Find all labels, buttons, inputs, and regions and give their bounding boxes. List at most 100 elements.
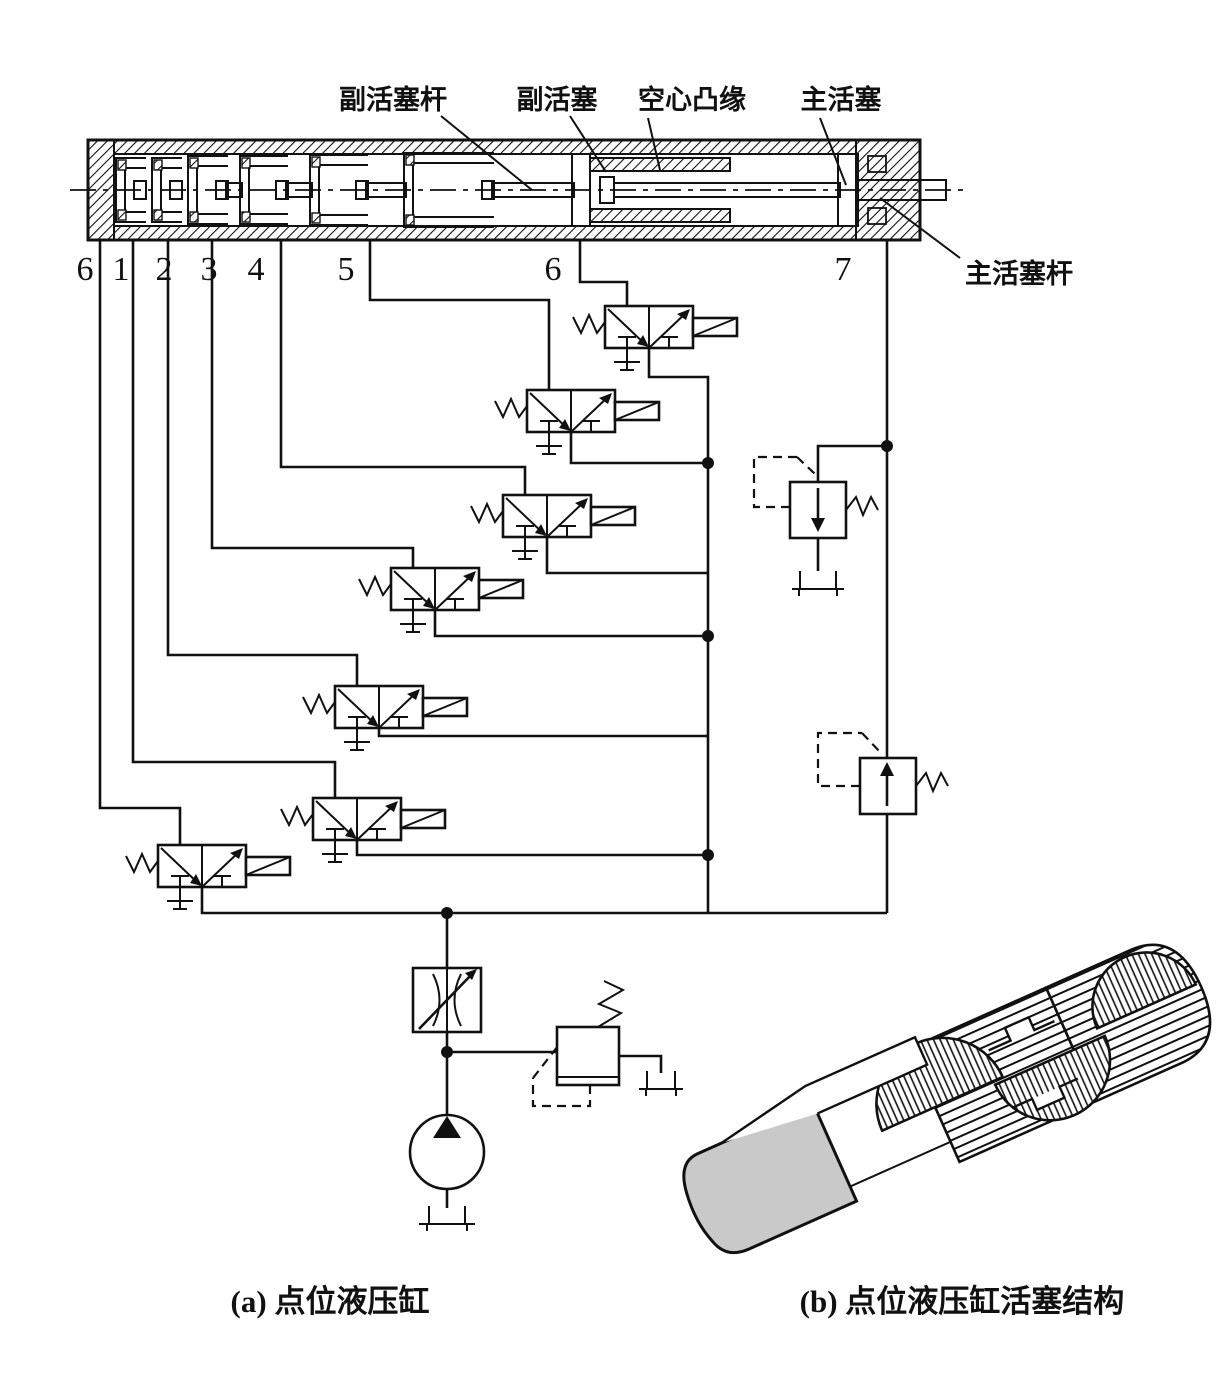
- solenoid-diagonal: [478, 579, 524, 599]
- flange-bottom-wall: [589, 208, 731, 223]
- port-number-1: 1: [113, 251, 130, 288]
- drain-port-icon: [614, 348, 640, 371]
- junction-dot: [441, 1046, 453, 1058]
- seal-block: [117, 159, 127, 171]
- label-main-piston-rod: 主活塞杆: [965, 258, 1073, 289]
- pressure-valve-up: [816, 731, 949, 816]
- multi-position-cylinder: [70, 138, 965, 242]
- directional-valve-7: [125, 843, 292, 910]
- directional-valve-1: [572, 304, 739, 371]
- flow-arrow-head: [535, 524, 547, 536]
- piston-cup-inner: [248, 165, 288, 215]
- spring-icon: [358, 574, 392, 598]
- pilot-line-dashed: [796, 456, 816, 475]
- seal-block: [405, 214, 415, 226]
- flow-arrow-head: [677, 309, 690, 320]
- adjust-arrow-icon: [418, 972, 474, 1030]
- directional-valve-3: [470, 493, 637, 560]
- leader-hollow-flange: [647, 117, 661, 171]
- flow-control-valve: [411, 966, 483, 1034]
- solenoid-diagonal: [245, 856, 291, 876]
- pump-circle: [408, 1113, 486, 1191]
- junction-dots: [441, 440, 893, 1058]
- blocked-port-icon: [213, 875, 231, 887]
- port-number-5: 5: [338, 251, 355, 288]
- blocked-port-icon: [618, 336, 636, 348]
- directional-valve-2: [494, 388, 661, 455]
- junction-dot: [441, 907, 453, 919]
- gland-block-top: [867, 155, 887, 173]
- seal-block: [311, 156, 321, 168]
- pipe-relief-drain: [619, 1054, 663, 1073]
- tank-icon: [639, 1071, 683, 1096]
- piston-unit-1: [115, 157, 147, 223]
- cut-section-right: [1091, 951, 1198, 1031]
- relief-valve-body: [555, 1025, 621, 1087]
- solenoid-diagonal: [590, 506, 636, 526]
- throttle-arc-left: [432, 973, 441, 1027]
- blocked-port-icon: [660, 336, 678, 348]
- blocked-port-icon: [368, 828, 386, 840]
- seal-block: [189, 157, 199, 169]
- blocked-port-icon: [558, 525, 576, 537]
- pipe-port2: [166, 240, 359, 686]
- drain-port-icon: [536, 432, 562, 455]
- junction-dot: [702, 849, 714, 861]
- directional-valve-6: [280, 796, 447, 863]
- flow-arrow-head: [407, 689, 420, 700]
- step-notch: [988, 1015, 1055, 1052]
- caption-a: (a) 点位液压缸: [231, 1284, 430, 1319]
- hydraulic-pump: [408, 1113, 486, 1231]
- cylinder-bottom-wall: [87, 225, 921, 241]
- tank-icon: [792, 571, 844, 596]
- spring-icon: [596, 980, 626, 1028]
- flow-arrow-head: [463, 571, 476, 582]
- pipe-valve4-out: [433, 610, 708, 638]
- blocked-port-icon: [540, 420, 558, 432]
- blocked-port-icon: [326, 828, 344, 840]
- directional-valves: [125, 304, 739, 910]
- spring-icon: [845, 494, 879, 518]
- pilot-line-dashed: [531, 1078, 592, 1108]
- top-facet: [720, 1035, 929, 1145]
- seal-block: [241, 211, 251, 223]
- gland-block-bottom: [867, 207, 887, 225]
- pump-flow-triangle-icon: [433, 1116, 461, 1138]
- seal-block: [189, 211, 199, 223]
- port-number-6-left: 6: [77, 251, 94, 288]
- directional-valve-5: [302, 684, 469, 751]
- pipe-valve5-out: [377, 728, 708, 738]
- pipe-valve3-out: [545, 537, 708, 575]
- blocked-port-icon: [390, 716, 408, 728]
- flow-arrow-head: [559, 419, 571, 431]
- flow-arrow-head: [575, 498, 588, 509]
- blocked-port-icon: [582, 420, 600, 432]
- relief-valve: [531, 980, 683, 1108]
- seal-block: [405, 154, 415, 166]
- flow-arrow-head: [599, 393, 612, 404]
- spring-icon: [572, 312, 606, 336]
- pipe-port1: [131, 240, 337, 798]
- leader-aux-piston-rod: [440, 115, 533, 191]
- blocked-port-icon: [404, 598, 422, 610]
- label-hollow-flange: 空心凸缘: [638, 84, 746, 115]
- blocked-port-icon: [446, 598, 464, 610]
- piston-cup-inner: [412, 162, 494, 218]
- leader-main-piston: [819, 117, 847, 186]
- throttle-arc-right: [453, 973, 462, 1027]
- spring-icon: [470, 501, 504, 525]
- port-number-4: 4: [248, 251, 265, 288]
- pipe-manifold: [200, 887, 887, 915]
- drain-port-icon: [512, 537, 538, 560]
- solenoid-diagonal: [614, 401, 660, 421]
- pilot-line-dashed: [532, 1045, 559, 1079]
- leader-main-piston-rod: [879, 197, 961, 259]
- port-number-2: 2: [156, 251, 173, 288]
- solenoid-diagonal: [692, 317, 738, 337]
- seal-block: [153, 209, 163, 221]
- pipe-port6-right: [578, 240, 629, 306]
- pilot-line-dashed: [752, 455, 797, 509]
- seal-block: [311, 212, 321, 224]
